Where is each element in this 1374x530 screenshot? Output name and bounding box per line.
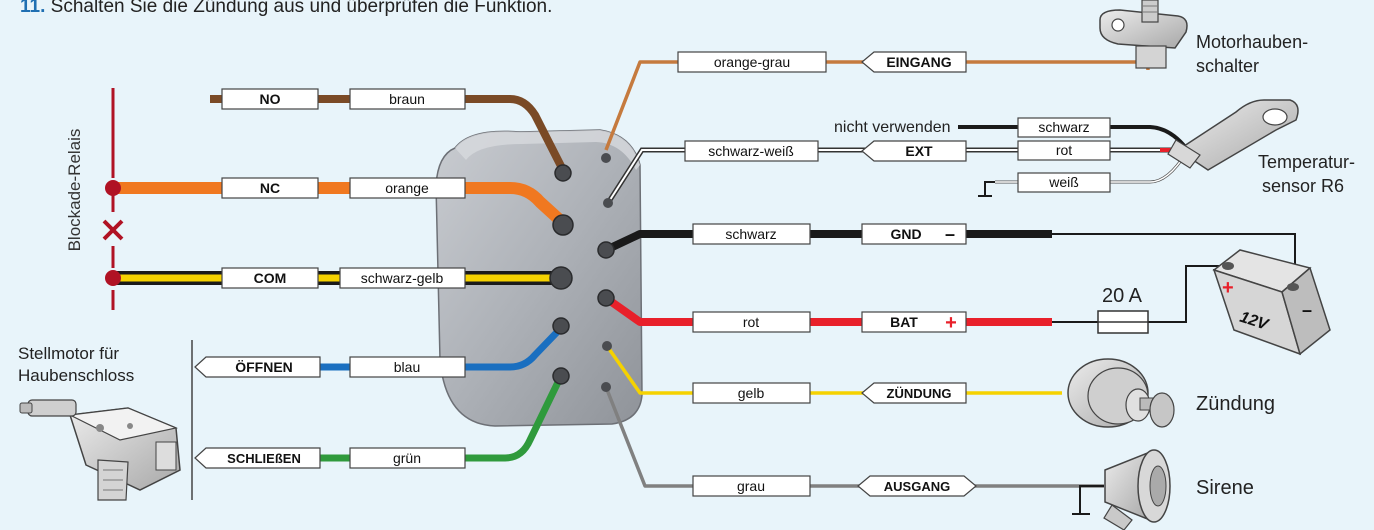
- step-number: 11.: [20, 0, 46, 17]
- stellmotor-icon: [19, 399, 181, 501]
- wire-color-orange-grau: orange-grau: [714, 54, 790, 70]
- terminal-gnd-label: GND: [890, 226, 921, 242]
- wire-color-gelb: gelb: [738, 385, 765, 401]
- wire-color-orange: orange: [385, 180, 429, 196]
- unit-pins: [549, 153, 615, 392]
- terminal-eingang: EINGANG: [861, 51, 967, 73]
- terminal-oeffnen: ÖFFNEN: [194, 356, 321, 378]
- terminal-eingang-label: EINGANG: [886, 54, 951, 70]
- nicht-verwenden-label: nicht verwenden: [834, 119, 951, 136]
- temp-wire-schwarz: schwarz: [1038, 119, 1089, 135]
- color-label-orange: orange: [349, 177, 466, 199]
- wire-ausgang: [604, 386, 1104, 488]
- hood-switch-label-line1: Motorhauben-: [1196, 32, 1308, 52]
- temp-wire-rot: rot: [1056, 142, 1072, 158]
- wire-color-schwarz-gelb: schwarz-gelb: [361, 270, 444, 286]
- terminal-ext-label: EXT: [905, 143, 933, 159]
- terminal-zuendung-label: ZÜNDUNG: [887, 386, 952, 401]
- wire-oeffnen: [205, 325, 564, 371]
- color-label-orange-grau: orange-grau: [677, 51, 827, 73]
- terminal-ausgang: AUSGANG: [857, 475, 977, 497]
- wire-color-schwarz: schwarz: [725, 226, 776, 242]
- wire-zuendung: [605, 344, 1062, 395]
- battery-icon: + – 12V: [1212, 249, 1331, 356]
- terminal-gnd: GND –: [861, 223, 967, 245]
- terminal-bat: BAT +: [861, 311, 967, 334]
- wire-no: [210, 95, 567, 172]
- stellmotor-label-line2: Haubenschloss: [18, 366, 134, 385]
- terminal-ausgang-label: AUSGANG: [884, 479, 950, 494]
- wire-color-braun: braun: [389, 91, 425, 107]
- fuse-icon: [1097, 310, 1149, 334]
- hood-switch-label-line2: schalter: [1196, 56, 1259, 76]
- color-label-blau: blau: [349, 356, 466, 378]
- temp-label-schwarz: schwarz: [1017, 117, 1111, 138]
- instruction-heading: 11. Schalten Sie die Zündung aus und übe…: [20, 0, 552, 18]
- fuse-rating: 20 A: [1102, 285, 1143, 307]
- terminal-nc: NC: [221, 177, 319, 199]
- plus-icon: +: [945, 312, 957, 334]
- wire-nc: [113, 182, 567, 227]
- terminal-schliessen: SCHLIEßEN: [194, 447, 321, 469]
- wire-color-grau: grau: [737, 478, 765, 494]
- temp-sensor-label-line1: Temperatur-: [1258, 152, 1355, 172]
- temperature-sensor-icon: [1167, 99, 1299, 171]
- terminal-com: COM: [221, 267, 319, 289]
- terminal-no-label: NO: [260, 91, 281, 107]
- wire-color-schwarz-weiss: schwarz-weiß: [708, 143, 794, 159]
- ignition-label: Zündung: [1196, 393, 1275, 415]
- color-label-grau: grau: [692, 475, 811, 497]
- wire-ext: [605, 147, 1180, 205]
- wire-color-gruen: grün: [393, 450, 421, 466]
- temp-wire-weiss: weiß: [1048, 174, 1079, 190]
- terminal-bat-label: BAT: [890, 314, 918, 330]
- color-label-gruen: grün: [349, 447, 466, 469]
- wire-schliessen: [205, 374, 565, 462]
- color-label-braun: braun: [349, 88, 466, 110]
- color-label-rot: rot: [692, 311, 811, 333]
- ignition-icon: [1067, 358, 1175, 428]
- wire-color-blau: blau: [394, 359, 420, 375]
- relay-cross-icon: [102, 219, 124, 241]
- terminal-oeffnen-label: ÖFFNEN: [235, 359, 293, 375]
- terminal-nc-label: NC: [260, 180, 280, 196]
- siren-label: Sirene: [1196, 477, 1254, 499]
- terminal-ext: EXT: [861, 140, 967, 162]
- terminal-zuendung: ZÜNDUNG: [861, 382, 967, 404]
- temp-sensor-label-line2: sensor R6: [1262, 176, 1344, 196]
- terminal-no: NO: [221, 88, 319, 110]
- relay-label: Blockade-Relais: [65, 129, 84, 252]
- stellmotor-label-line1: Stellmotor für: [18, 344, 119, 363]
- color-label-schwarz-gelb: schwarz-gelb: [339, 267, 466, 289]
- terminal-com-label: COM: [254, 270, 287, 286]
- color-label-schwarz: schwarz: [692, 223, 811, 245]
- color-label-schwarz-weiss: schwarz-weiß: [684, 140, 819, 162]
- temp-label-weiss: weiß: [1017, 172, 1111, 193]
- wire-color-rot: rot: [743, 314, 759, 330]
- color-label-gelb: gelb: [692, 382, 811, 404]
- battery-minus-icon: –: [1302, 300, 1312, 320]
- temp-label-rot: rot: [1017, 140, 1111, 161]
- siren-icon: [1072, 449, 1171, 530]
- hood-switch-icon: [1099, 0, 1188, 69]
- step-text: Schalten Sie die Zündung aus und überprü…: [50, 0, 553, 17]
- terminal-schliessen-label: SCHLIEßEN: [227, 451, 301, 466]
- battery-plus-icon: +: [1222, 277, 1234, 299]
- minus-icon: –: [945, 224, 955, 244]
- relay-symbol: [102, 88, 124, 310]
